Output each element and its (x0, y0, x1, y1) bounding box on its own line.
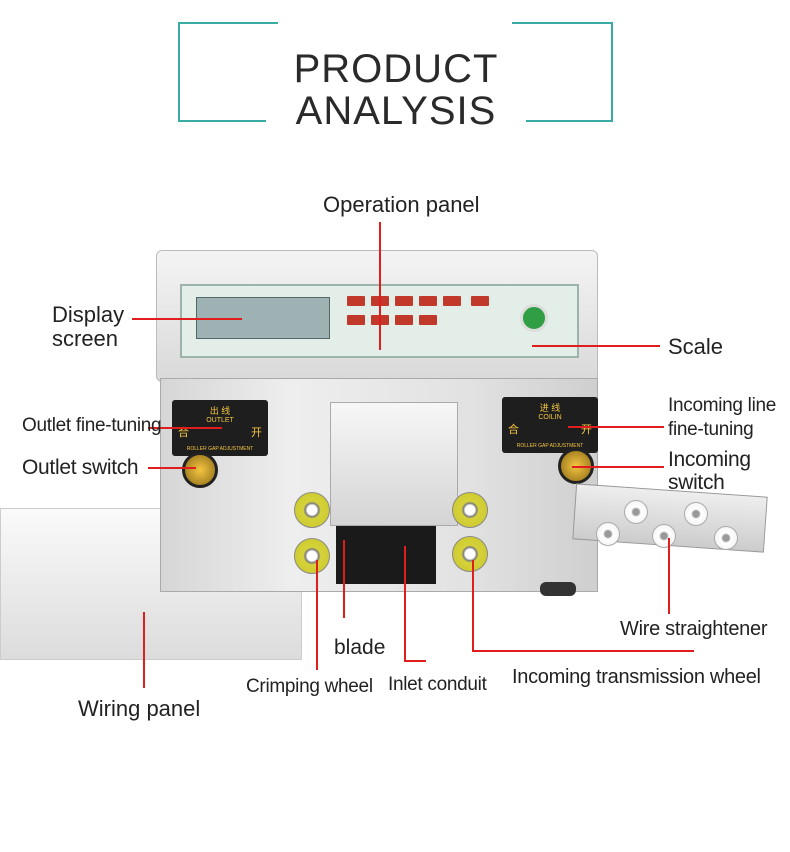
pointer-blade (343, 540, 345, 618)
label-incoming-transmission-wheel: Incoming transmission wheel (512, 666, 761, 688)
pointer-outlet-switch (148, 467, 196, 469)
label-outlet-fine-tuning: Outlet fine-tuning (22, 415, 162, 436)
header-frame-left (178, 22, 180, 122)
outlet-dial-sub: ROLLER GAP ADJUSTMENT (186, 446, 254, 452)
page-title: PRODUCT ANALYSIS (220, 48, 572, 132)
key (395, 296, 413, 306)
incoming-dial-open: 开 (581, 424, 592, 436)
crimping-wheel-top (294, 492, 330, 528)
label-outlet-switch: Outlet switch (22, 456, 139, 479)
straightener-roller (652, 524, 676, 548)
key (347, 296, 365, 306)
pointer-display-screen (132, 318, 242, 320)
crimping-wheel-bottom (294, 538, 330, 574)
pointer-transmission-wheel-h (472, 650, 694, 652)
pointer-operation-panel (379, 222, 381, 350)
transmission-wheel-top (452, 492, 488, 528)
key (419, 315, 437, 325)
label-incoming-switch-line2: switch (668, 471, 725, 494)
label-blade: blade (334, 636, 386, 659)
pointer-outlet-fine-tuning (148, 427, 222, 429)
outlet-dial-en: OUTLET (206, 417, 234, 424)
header-frame-bottom-left (178, 120, 266, 122)
label-display-screen: Display screen (52, 303, 124, 351)
display-screen (196, 297, 330, 339)
straightener-roller (684, 502, 708, 526)
key (471, 296, 490, 306)
page-title-line1: PRODUCT (293, 47, 499, 91)
header-frame-right (611, 22, 613, 122)
label-scale: Scale (668, 334, 724, 359)
pointer-transmission-wheel-v (472, 560, 474, 652)
label-display-screen-line1: Display (52, 302, 125, 327)
label-incoming-switch: Incoming switch (668, 448, 751, 494)
pointer-wire-straightener (668, 538, 670, 614)
key (419, 296, 437, 306)
incoming-dial-plate: 进 线 COILIN 合 开 ROLLER GAP ADJUSTMENT (502, 397, 598, 453)
straightener-roller (714, 526, 738, 550)
straightener-roller (624, 500, 648, 524)
header-frame-top-right (512, 22, 613, 24)
incoming-dial-cn: 进 线 (539, 403, 561, 413)
outlet-dial-close: 合 (178, 427, 189, 439)
key (395, 315, 413, 325)
label-inlet-conduit: Inlet conduit (388, 674, 487, 695)
label-wire-straightener: Wire straightener (620, 618, 768, 640)
incoming-dial-en: COILIN (538, 414, 562, 421)
power-button-icon (520, 304, 548, 332)
header-frame-bottom-right (526, 120, 613, 122)
outlet-knob (182, 452, 218, 488)
page-title-line2: ANALYSIS (295, 89, 497, 133)
label-wiring-panel: Wiring panel (78, 696, 201, 721)
label-incoming-switch-line1: Incoming (668, 448, 751, 471)
keypad (344, 294, 494, 344)
outlet-dial-cn: 出 线 (209, 406, 231, 416)
straightener-roller (596, 522, 620, 546)
pointer-scale (532, 345, 660, 347)
label-incoming-line-fine-tuning: Incoming line fine-tuning (668, 394, 776, 442)
incoming-dial-close: 合 (508, 424, 519, 436)
blade-cover (330, 402, 458, 526)
pointer-crimping-wheel (316, 560, 318, 670)
label-display-screen-line2: screen (52, 326, 119, 351)
label-operation-panel: Operation panel (323, 192, 480, 217)
pointer-wiring-panel (143, 612, 145, 688)
key (443, 296, 461, 306)
pointer-incoming-switch (572, 466, 664, 468)
pointer-inlet-conduit-h (404, 660, 426, 662)
machine-foot (540, 582, 576, 596)
header-frame-top-left (178, 22, 278, 24)
pointer-incoming-fine-tuning (568, 426, 664, 428)
pointer-inlet-conduit-v (404, 546, 406, 662)
outlet-dial-open: 开 (251, 427, 262, 439)
label-incoming-line-fine-tuning-line2: fine-tuning (668, 419, 754, 440)
label-crimping-wheel: Crimping wheel (246, 676, 373, 697)
incoming-dial-sub: ROLLER GAP ADJUSTMENT (516, 443, 584, 449)
label-incoming-line-fine-tuning-line1: Incoming line (668, 395, 777, 416)
transmission-wheel-bottom (452, 536, 488, 572)
key (347, 315, 365, 325)
blade-cavity (336, 526, 436, 584)
